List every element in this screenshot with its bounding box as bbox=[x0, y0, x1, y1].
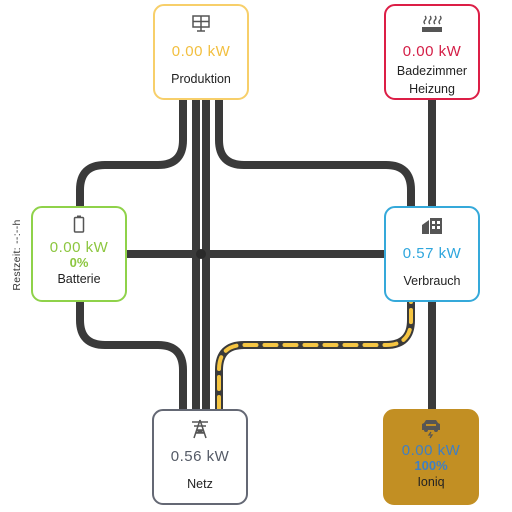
battery-remaining-time: Restzeit: --:--h bbox=[11, 219, 23, 291]
battery-card[interactable]: 0.00 kW 0% Batterie bbox=[31, 206, 127, 302]
battery-power: 0.00 kW bbox=[49, 239, 109, 256]
car-power: 0.00 kW bbox=[401, 442, 461, 459]
power-tower-icon bbox=[189, 419, 211, 439]
production-power: 0.00 kW bbox=[171, 43, 231, 60]
heating-power: 0.00 kW bbox=[402, 43, 462, 60]
grid-card[interactable]: 0.56 kW Netz bbox=[152, 409, 248, 505]
car-label: Ioniq bbox=[417, 475, 445, 489]
grid-label: Netz bbox=[187, 477, 213, 491]
line-grid-consumption bbox=[215, 302, 415, 409]
heating-label-line2: Heizung bbox=[409, 82, 455, 96]
car-percent: 100% bbox=[414, 458, 448, 473]
heater-icon bbox=[421, 14, 443, 34]
line-junction bbox=[196, 249, 206, 259]
solar-panel-icon bbox=[190, 14, 212, 34]
line-battery-grid bbox=[76, 302, 187, 409]
flow-grid-to-consumption bbox=[217, 300, 413, 411]
consumption-power: 0.57 kW bbox=[402, 245, 462, 262]
battery-percent: 0% bbox=[69, 255, 89, 270]
heating-label-line1: Badezimmer bbox=[396, 64, 468, 78]
production-label: Produktion bbox=[171, 72, 231, 86]
consumption-label: Verbrauch bbox=[403, 274, 461, 288]
car-charging-icon bbox=[420, 419, 442, 439]
car-card[interactable]: 0.00 kW 100% Ioniq bbox=[383, 409, 479, 505]
production-card[interactable]: 0.00 kW Produktion bbox=[153, 4, 249, 100]
battery-label: Batterie bbox=[57, 272, 101, 286]
line-production-battery bbox=[76, 100, 187, 206]
battery-icon bbox=[68, 214, 90, 234]
grid-power: 0.56 kW bbox=[170, 448, 230, 465]
consumption-card[interactable]: 0.57 kW Verbrauch bbox=[384, 206, 480, 302]
line-production-consumption bbox=[215, 100, 415, 206]
heating-card[interactable]: 0.00 kW Badezimmer Heizung bbox=[384, 4, 480, 100]
house-icon bbox=[421, 216, 443, 236]
